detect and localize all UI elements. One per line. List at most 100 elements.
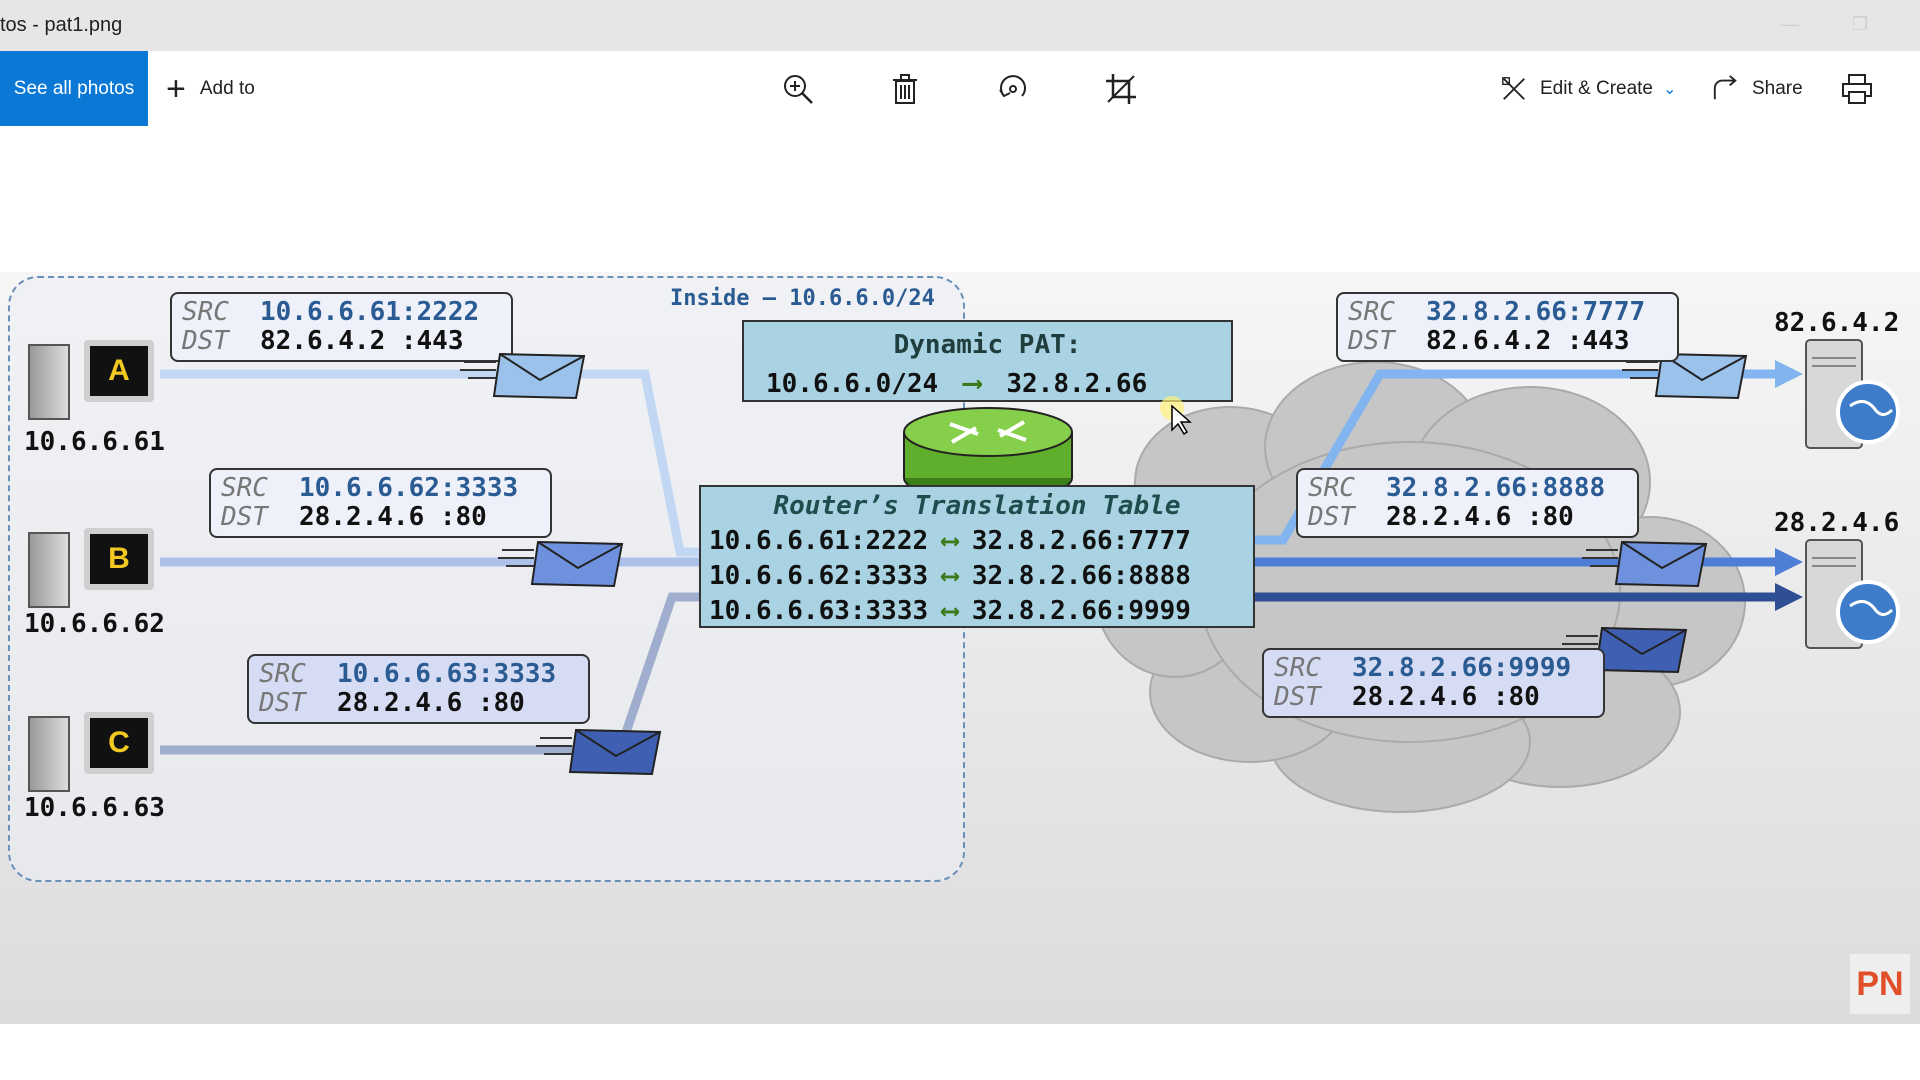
server-1-ip: 82.6.4.2 (1774, 308, 1900, 338)
computer-c-icon: C (28, 712, 158, 796)
rotate-icon[interactable] (993, 69, 1033, 109)
src-label: SRC (1348, 297, 1395, 327)
arrow-server-1 (1775, 360, 1803, 388)
translation-table: Router’s Translation Table 10.6.6.61:222… (699, 485, 1255, 628)
packet-out-2-src: 32.8.2.66:8888 (1386, 473, 1606, 503)
dynamic-pat-box: Dynamic PAT: 10.6.6.0/24 ⟶ 32.8.2.66 (742, 320, 1233, 402)
zoom-in-icon[interactable] (778, 69, 818, 109)
envelope-icon (1582, 540, 1708, 588)
pat-title: Dynamic PAT: (893, 330, 1082, 360)
bidirectional-arrow-icon: ⟷ (942, 526, 958, 556)
edit-create-button[interactable]: Edit & Create ⌄ (1500, 51, 1676, 126)
pat-to: 32.8.2.66 (1006, 369, 1148, 399)
packet-box-b: SRC 10.6.6.62:3333 DST 28.2.4.6 :80 (209, 468, 552, 538)
arrow-server-2 (1775, 548, 1803, 576)
watermark-logo: PN (1850, 954, 1910, 1014)
packet-c-src-ip: 10.6.6.63 (337, 659, 478, 689)
bidirectional-arrow-icon: ⟷ (942, 596, 958, 626)
edit-create-label: Edit & Create (1540, 77, 1653, 99)
dst-label: DST (182, 326, 229, 356)
packet-b-src-ip: 10.6.6.62 (299, 473, 440, 503)
packet-box-out-3: SRC 32.8.2.66:9999 DST 28.2.4.6 :80 (1262, 648, 1605, 718)
packet-out-2-dst: 28.2.4.6 :80 (1386, 502, 1574, 532)
host-c-letter: C (108, 726, 130, 759)
dst-label: DST (259, 688, 306, 718)
packet-out-3-dst: 28.2.4.6 :80 (1352, 682, 1540, 712)
toolbar: See all photos + Add to Edit & Create ⌄ … (0, 51, 1920, 126)
packet-b-src-port: :3333 (439, 473, 519, 503)
share-label: Share (1752, 77, 1803, 99)
see-all-photos-button[interactable]: See all photos (0, 51, 148, 126)
src-label: SRC (1274, 653, 1321, 683)
window-title: tos - pat1.png (0, 14, 123, 36)
packet-box-a: SRC 10.6.6.61:2222 DST 82.6.4.2 :443 (170, 292, 513, 362)
inside-network-label: Inside – 10.6.6.0/24 (670, 286, 935, 311)
envelope-icon (460, 352, 586, 400)
host-b-ip: 10.6.6.62 (24, 609, 165, 639)
pat-from: 10.6.6.0/24 (766, 369, 939, 399)
packet-box-out-2: SRC 32.8.2.66:8888 DST 28.2.4.6 :80 (1296, 468, 1639, 538)
envelope-icon (536, 728, 662, 776)
pat-mapping: 10.6.6.0/24 ⟶ 32.8.2.66 (766, 366, 1147, 399)
delete-icon[interactable] (885, 69, 925, 109)
bidirectional-arrow-icon: ⟷ (942, 561, 958, 591)
translation-table-title: Router’s Translation Table (773, 491, 1181, 521)
inside-socket: 10.6.6.63:3333 (709, 596, 929, 626)
translation-row: 10.6.6.63:3333 ⟷ 32.8.2.66:9999 (709, 596, 1191, 626)
edit-create-icon (1502, 76, 1525, 100)
envelope-icon (1622, 352, 1748, 400)
dst-label: DST (1348, 326, 1395, 356)
packet-out-3-src: 32.8.2.66:9999 (1352, 653, 1572, 683)
maximize-icon[interactable]: ❐ (1851, 14, 1869, 34)
add-to-button[interactable]: + Add to (166, 51, 255, 126)
packet-b-dst: 28.2.4.6 :80 (299, 502, 487, 532)
image-viewport: Inside – 10.6.6.0/24 A 10.6.6.61 B 10.6.… (0, 126, 1920, 1080)
inside-socket: 10.6.6.61:2222 (709, 526, 929, 556)
computer-b-icon: B (28, 528, 158, 612)
title-bar: tos - pat1.png — ❐ (0, 0, 1920, 51)
web-server-icon (1805, 539, 1900, 649)
envelope-icon (498, 540, 624, 588)
host-b-letter: B (108, 542, 130, 575)
computer-a-icon: A (28, 340, 158, 424)
dst-label: DST (221, 502, 268, 532)
crop-icon[interactable] (1101, 69, 1141, 109)
translation-row: 10.6.6.62:3333 ⟷ 32.8.2.66:8888 (709, 561, 1191, 591)
host-a-letter: A (108, 354, 130, 387)
chevron-down-icon: ⌄ (1663, 80, 1677, 98)
arrow-server-3 (1775, 583, 1803, 611)
src-label: SRC (259, 659, 306, 689)
packet-a-src-ip: 10.6.6.61 (260, 297, 401, 327)
mouse-cursor-icon (1160, 396, 1192, 436)
host-c-ip: 10.6.6.63 (24, 793, 165, 823)
packet-box-c: SRC 10.6.6.63:3333 DST 28.2.4.6 :80 (247, 654, 590, 724)
src-label: SRC (182, 297, 229, 327)
inside-socket: 10.6.6.62:3333 (709, 561, 929, 591)
src-label: SRC (1308, 473, 1355, 503)
outside-socket: 32.8.2.66:7777 (971, 526, 1191, 556)
src-label: SRC (221, 473, 268, 503)
outside-socket: 32.8.2.66:8888 (971, 561, 1191, 591)
plus-icon: + (166, 69, 186, 108)
right-arrow-icon: ⟶ (963, 366, 981, 399)
server-2-ip: 28.2.4.6 (1774, 508, 1900, 538)
network-diagram-image: Inside – 10.6.6.0/24 A 10.6.6.61 B 10.6.… (0, 272, 1920, 1024)
link-server-1 (1253, 369, 1780, 545)
share-icon (1713, 74, 1737, 99)
web-server-icon (1805, 339, 1900, 449)
packet-out-1-dst: 82.6.4.2 :443 (1426, 326, 1630, 356)
dst-label: DST (1308, 502, 1355, 532)
share-button[interactable]: Share (1712, 51, 1803, 126)
minimize-icon[interactable]: — (1781, 14, 1799, 34)
packet-c-src-port: :3333 (477, 659, 557, 689)
outside-socket: 32.8.2.66:9999 (971, 596, 1191, 626)
translation-row: 10.6.6.61:2222 ⟷ 32.8.2.66:7777 (709, 526, 1191, 556)
packet-box-out-1: SRC 32.8.2.66:7777 DST 82.6.4.2 :443 (1336, 292, 1679, 362)
dst-label: DST (1274, 682, 1321, 712)
packet-c-dst: 28.2.4.6 :80 (337, 688, 525, 718)
print-icon[interactable] (1837, 69, 1877, 109)
packet-a-dst: 82.6.4.2 :443 (260, 326, 464, 356)
packet-a-src-port: :2222 (400, 297, 480, 327)
packet-out-1-src: 32.8.2.66:7777 (1426, 297, 1646, 327)
add-to-label: Add to (199, 77, 255, 99)
